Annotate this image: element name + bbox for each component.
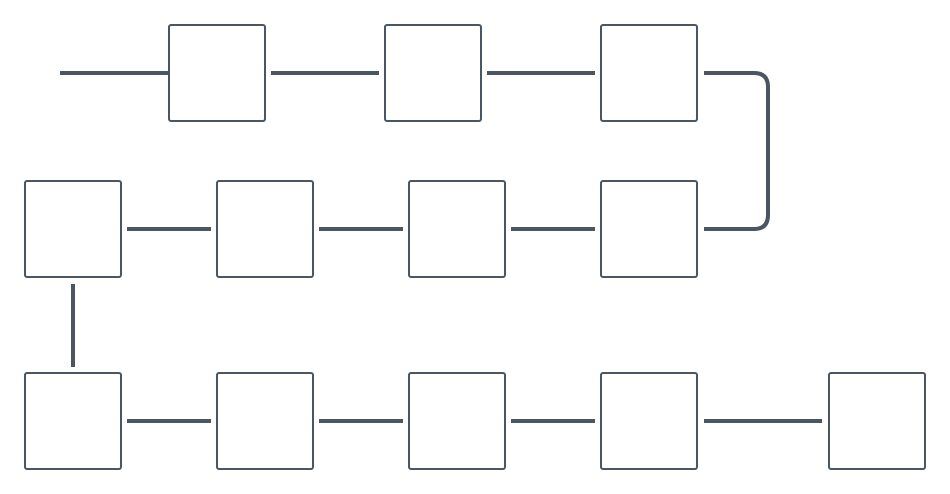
nodes — [24, 24, 926, 470]
node-box — [828, 372, 926, 470]
node-box — [24, 180, 122, 278]
connectors — [60, 71, 822, 423]
node-box — [216, 372, 314, 470]
node-box — [24, 372, 122, 470]
node-box — [168, 24, 266, 122]
edge-r1c3-to-r2c4-bend — [704, 71, 770, 231]
node-box — [600, 180, 698, 278]
node-box — [216, 180, 314, 278]
node-box — [408, 372, 506, 470]
node-box — [408, 180, 506, 278]
node-box — [384, 24, 482, 122]
node-box — [600, 372, 698, 470]
node-box — [600, 24, 698, 122]
